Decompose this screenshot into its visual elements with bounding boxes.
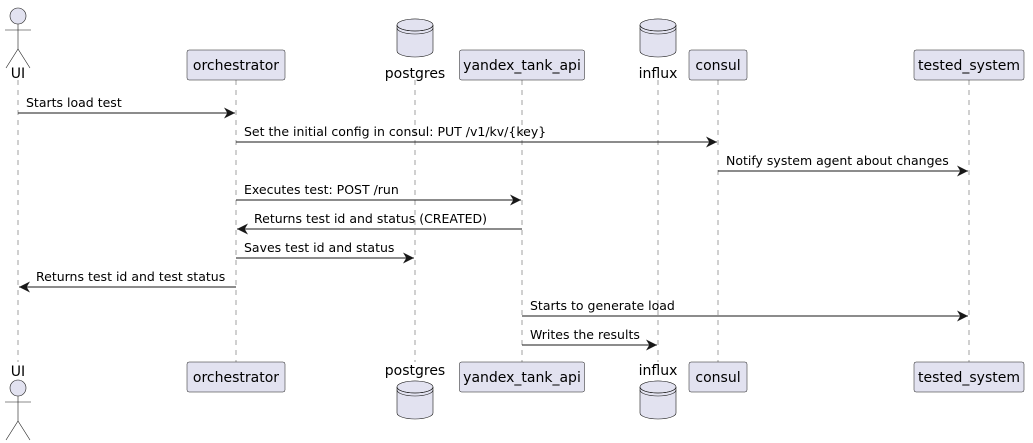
- participant-tested-system-top: tested_system: [913, 49, 1025, 81]
- participant-label: orchestrator: [193, 58, 279, 74]
- participant-yandex-tank-api-top: yandex_tank_api: [459, 49, 585, 81]
- message-label: Returns test id and status (CREATED): [254, 211, 487, 226]
- participant-label: yandex_tank_api: [463, 58, 581, 74]
- participant-postgres-top: postgres: [385, 18, 445, 82]
- participant-label: orchestrator: [193, 370, 279, 386]
- participant-label: UI: [11, 66, 25, 82]
- message-label: Set the initial config in consul: PUT /v…: [244, 124, 546, 139]
- participant-postgres-bottom: postgres: [385, 363, 445, 420]
- message-5: Returns test id and status (CREATED): [237, 211, 522, 235]
- participant-box: [688, 49, 748, 81]
- message-label: Starts to generate load: [530, 298, 675, 313]
- participant-yandex-tank-api-bottom: yandex_tank_api: [459, 361, 585, 393]
- message-label: Returns test id and test status: [36, 269, 225, 284]
- message-1: Starts load test: [18, 95, 235, 119]
- participant-box: [913, 49, 1025, 81]
- message-label: Saves test id and status: [244, 240, 394, 255]
- message-7: Returns test id and test status: [19, 269, 236, 293]
- participant-box: [186, 361, 286, 393]
- message-6: Saves test id and status: [236, 240, 414, 264]
- participant-box: [186, 49, 286, 81]
- participant-label: tested_system: [918, 370, 1020, 386]
- participant-consul-bottom: consul: [688, 361, 748, 393]
- message-8: Starts to generate load: [522, 298, 968, 322]
- participant-box: [459, 361, 585, 393]
- message-label: Notify system agent about changes: [726, 153, 949, 168]
- participant-label: yandex_tank_api: [463, 370, 581, 386]
- message-label: Writes the results: [530, 327, 640, 342]
- participant-ui-top: UI: [5, 7, 31, 82]
- participant-influx-bottom: influx: [639, 363, 678, 420]
- participant-label: influx: [639, 363, 678, 379]
- participant-label: tested_system: [918, 58, 1020, 74]
- participant-label: consul: [695, 370, 740, 386]
- message-9: Writes the results: [522, 327, 657, 351]
- participant-ui-bottom: UI: [5, 364, 31, 441]
- message-4: Executes test: POST /run: [236, 182, 521, 206]
- participant-tested-system-bottom: tested_system: [913, 361, 1025, 393]
- message-label: Starts load test: [26, 95, 122, 110]
- participant-influx-top: influx: [639, 18, 678, 82]
- participant-box: [913, 361, 1025, 393]
- participant-label: consul: [695, 58, 740, 74]
- actor-head: [9, 379, 27, 397]
- participant-label: UI: [11, 364, 25, 380]
- message-2: Set the initial config in consul: PUT /v…: [236, 124, 717, 148]
- participant-orchestrator-top: orchestrator: [186, 49, 286, 81]
- message-label: Executes test: POST /run: [244, 182, 399, 197]
- message-3: Notify system agent about changes: [718, 153, 968, 177]
- participant-consul-top: consul: [688, 49, 748, 81]
- participant-box: [688, 361, 748, 393]
- participant-box: [459, 49, 585, 81]
- participant-label: postgres: [385, 363, 445, 379]
- participant-label: postgres: [385, 66, 445, 82]
- participant-orchestrator-bottom: orchestrator: [186, 361, 286, 393]
- participant-label: influx: [639, 66, 678, 82]
- actor-head: [9, 7, 27, 25]
